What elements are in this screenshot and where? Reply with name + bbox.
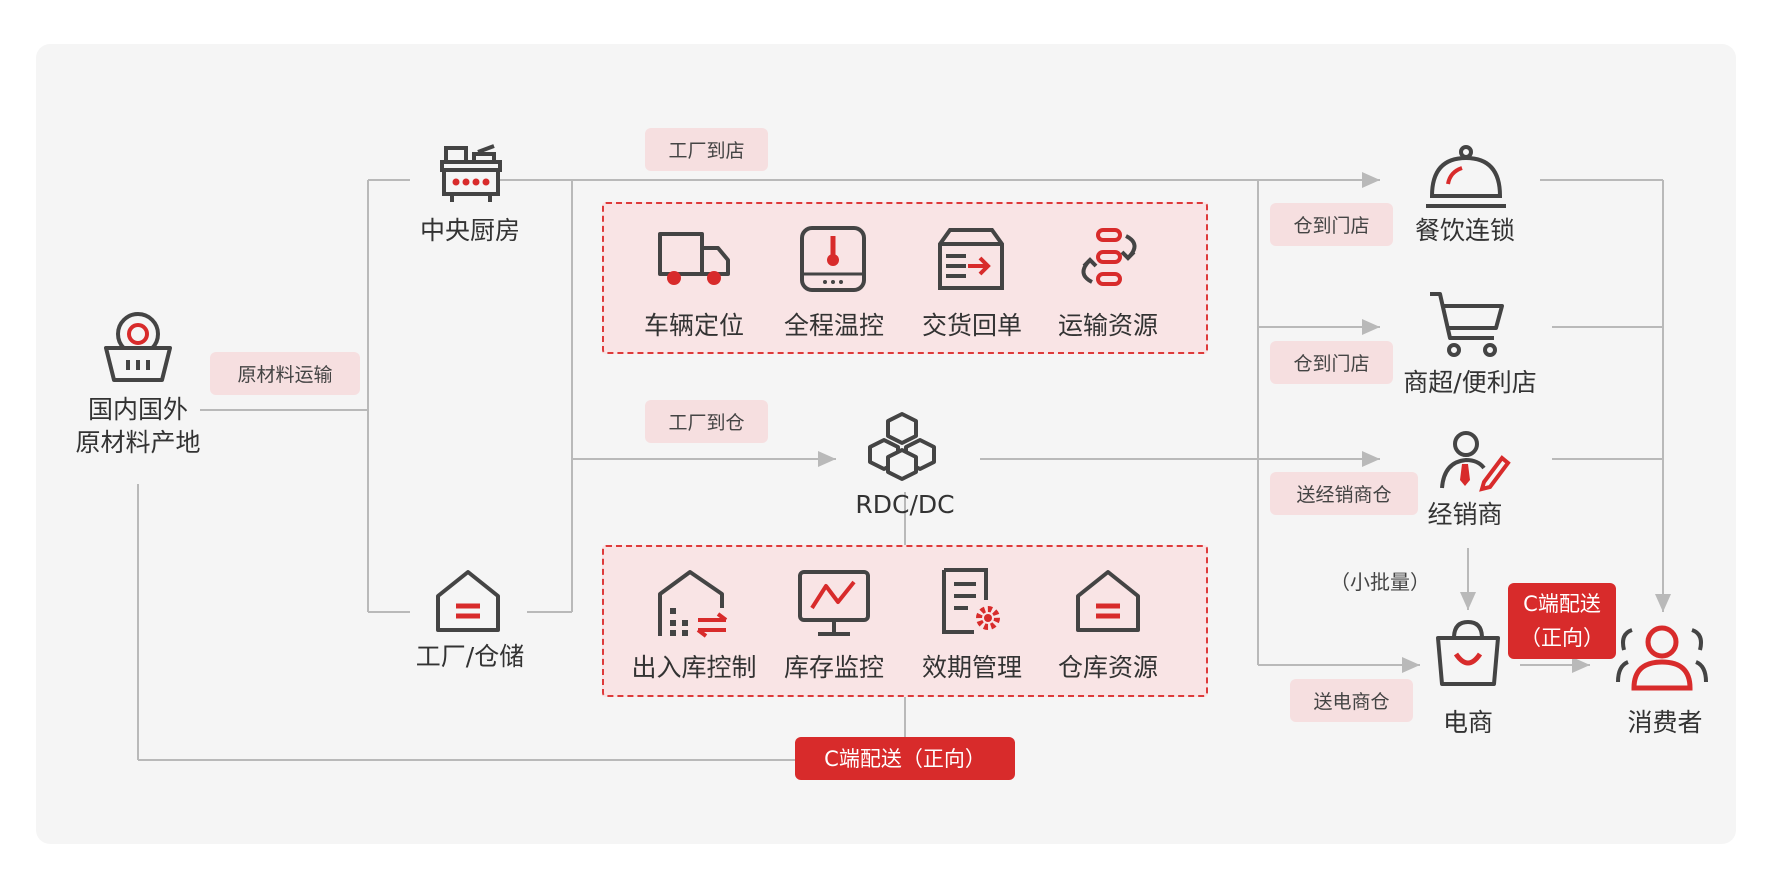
receipt-box-icon [938,228,1004,290]
thermometer-icon [800,226,866,292]
person-pen-icon [1440,431,1511,492]
boxes-icon [868,412,936,481]
cloche-icon [1426,145,1506,208]
rdc-label: RDC/DC [855,490,955,519]
origin-label-line2: 原材料产地 [75,428,201,457]
stove-icon [440,144,502,202]
to-ecom-warehouse-tag: 送电商仓 [1290,679,1413,722]
supermarket-label: 商超/便利店 [1403,368,1537,397]
feature-label-transport-resources: 运输资源 [1057,311,1158,340]
factory-to-store-tag: 工厂到店 [645,128,768,171]
restaurant-label: 餐饮连锁 [1414,216,1515,245]
feature-label-expiry-management: 效期管理 [921,653,1022,682]
c-delivery-side-line1: C端配送 [1523,592,1601,616]
warehouse-icon [1076,570,1140,632]
c-delivery-side-line2: （正向） [1520,626,1604,650]
feature-label-inventory-monitor: 库存监控 [783,653,884,682]
distributor-label: 经销商 [1427,500,1503,529]
feature-label-inout-control: 出入库控制 [631,653,757,682]
consumer-label: 消费者 [1627,708,1703,737]
monitor-chart-icon [798,570,870,636]
feature-label-temperature-control: 全程温控 [783,311,884,340]
raw-transport-tag: 原材料运输 [210,352,360,395]
feature-label-warehouse-resources: 仓库资源 [1057,653,1158,682]
central-kitchen-label: 中央厨房 [419,216,520,245]
ecommerce-label: 电商 [1442,708,1493,737]
small-batch-note: （小批量） [1330,570,1430,594]
basket-icon [104,312,172,382]
users-icon [1616,625,1708,691]
transport-feature-box [602,202,1208,354]
to-distributor-warehouse-tag: 送经销商仓 [1270,472,1418,515]
cart-icon [1430,292,1504,357]
feature-label-vehicle-tracking: 车辆定位 [643,311,744,340]
warehouse-to-store-tag-1: 仓到门店 [1270,203,1393,246]
c-delivery-side-tag: C端配送 （正向） [1508,583,1616,659]
building-arrows-icon [658,570,728,638]
shopping-bag-icon [1436,620,1500,686]
document-gear-icon [942,568,1000,634]
factory-label: 工厂/仓储 [415,642,525,671]
warehouse-icon [436,570,500,632]
factory-to-warehouse-tag: 工厂到仓 [645,400,768,443]
origin-label: 国内国外 原材料产地 [58,393,218,459]
c-delivery-bottom-tag: C端配送（正向） [795,737,1015,780]
warehouse-to-store-tag-2: 仓到门店 [1270,341,1393,384]
resource-cycle-icon [1081,228,1137,286]
origin-label-line1: 国内国外 [87,395,188,424]
feature-label-delivery-receipt: 交货回单 [921,311,1022,340]
truck-icon [658,232,730,285]
